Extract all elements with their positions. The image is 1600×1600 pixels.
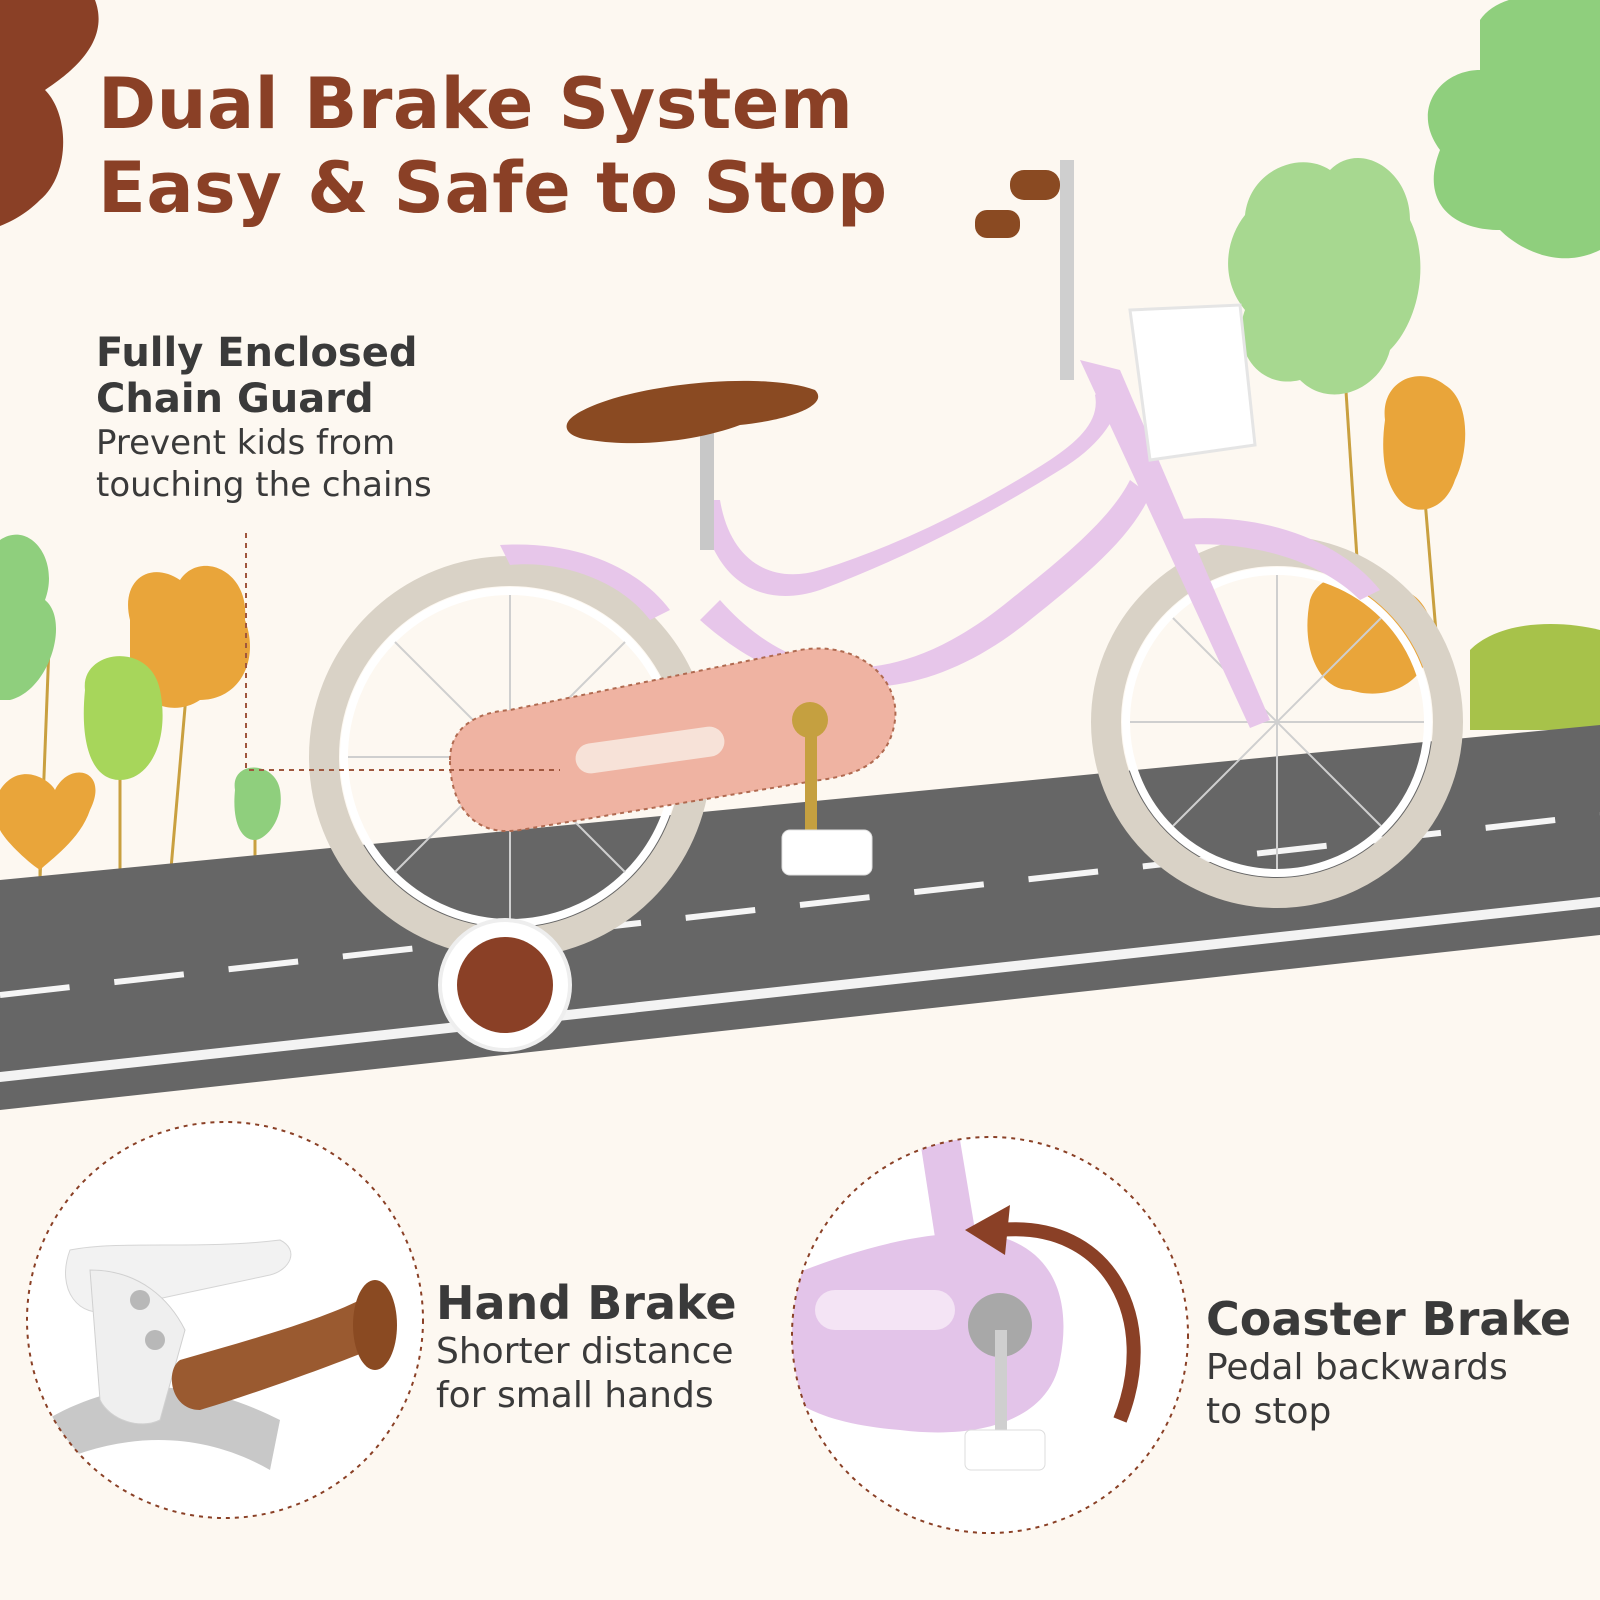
chain-guard-desc-line-2: touching the chains [96,465,432,505]
coaster-brake-inset [791,1136,1189,1534]
chain-guard-desc-line-1: Prevent kids from [96,423,396,463]
hand-brake-inset [26,1121,424,1519]
coaster-brake-desc-line-2: to stop [1206,1391,1332,1432]
coaster-brake-desc-line-1: Pedal backwards [1206,1347,1508,1388]
headline: Dual Brake System Easy & Safe to Stop [98,62,888,230]
hand-brake-desc-line-1: Shorter distance [436,1331,734,1372]
hand-brake-callout: Hand Brake Shorter distance for small ha… [436,1276,737,1418]
chain-guard-callout: Fully Enclosed Chain Guard Prevent kids … [96,330,432,506]
bicycle [309,160,1463,1052]
chain-guard-title-line-2: Chain Guard [96,376,374,422]
headline-line-1: Dual Brake System [98,63,854,145]
headline-line-2: Easy & Safe to Stop [98,147,888,229]
coaster-brake-title: Coaster Brake [1206,1292,1572,1346]
chain-guard-title-line-1: Fully Enclosed [96,330,418,376]
decorative-blob [0,0,99,226]
trees-left [0,534,281,881]
coaster-brake-callout: Coaster Brake Pedal backwards to stop [1206,1292,1571,1434]
hand-brake-desc-line-2: for small hands [436,1375,714,1416]
road [0,725,1600,1110]
hand-brake-title: Hand Brake [436,1276,737,1330]
